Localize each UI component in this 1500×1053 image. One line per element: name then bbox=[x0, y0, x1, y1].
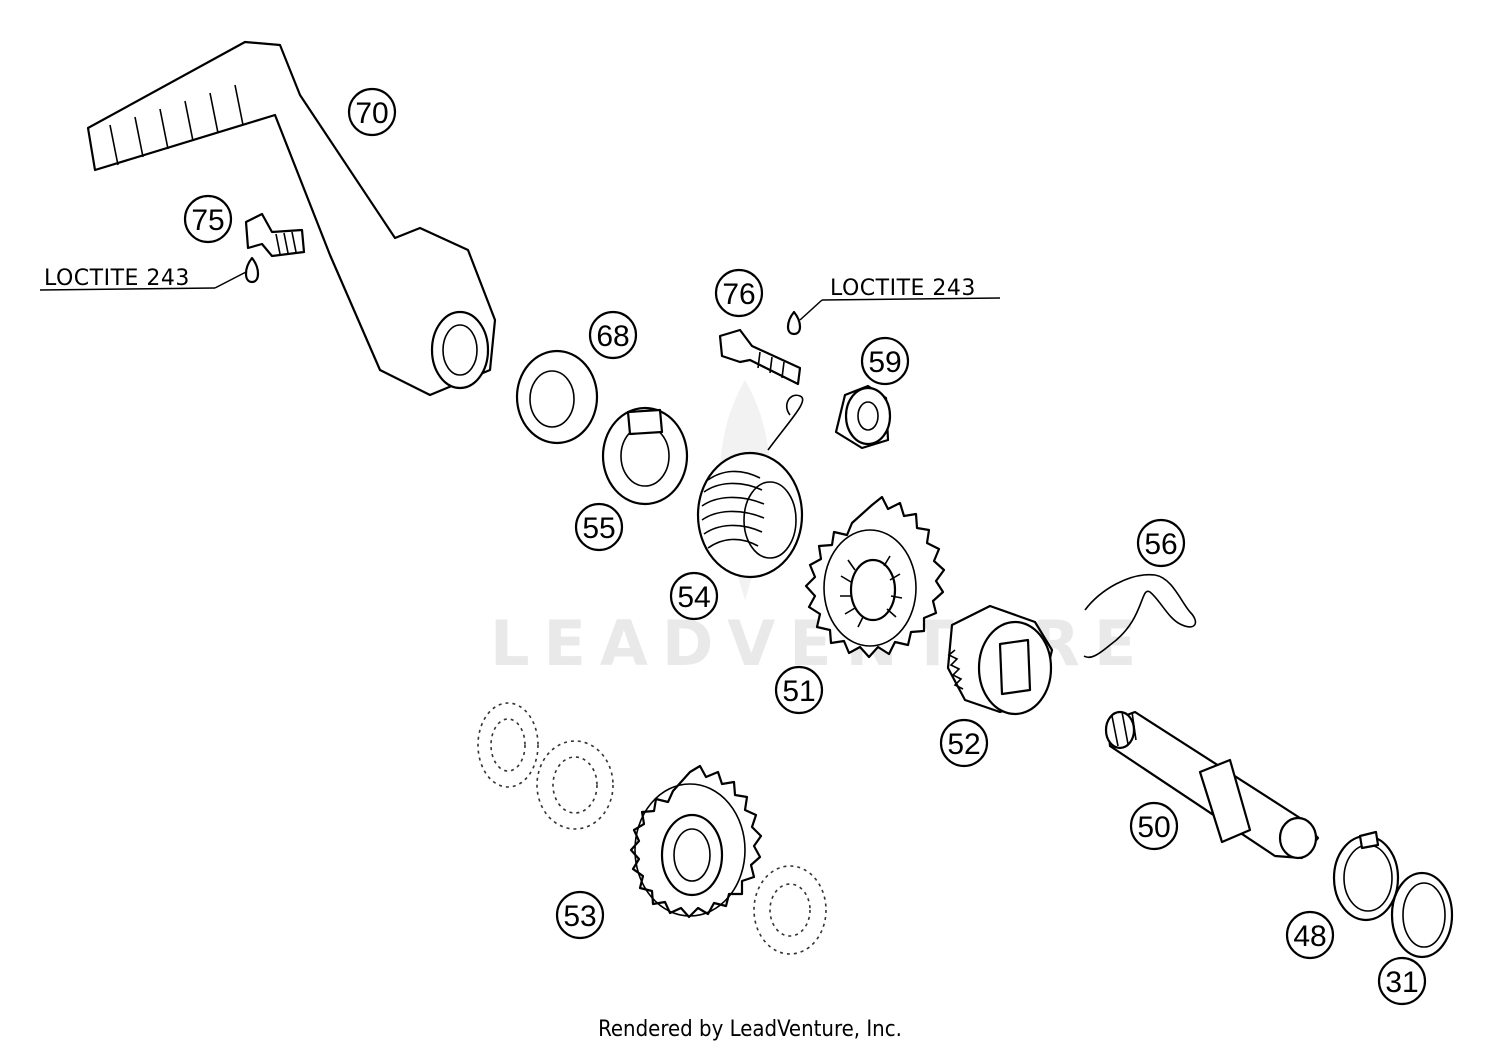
loctite-drop-left bbox=[244, 256, 260, 284]
circlip-48 bbox=[1332, 830, 1400, 922]
svg-text:56: 56 bbox=[1144, 528, 1177, 561]
loctite-note-right-text: LOCTITE 243 bbox=[830, 276, 976, 301]
loctite-note-right: LOCTITE 243 bbox=[799, 276, 1001, 321]
kickstarter-lever bbox=[86, 40, 497, 397]
loctite-note-left-text: LOCTITE 243 bbox=[44, 266, 190, 291]
callout-53: 53 bbox=[555, 890, 605, 940]
ghost-washers bbox=[477, 702, 827, 955]
svg-text:51: 51 bbox=[782, 675, 815, 708]
callout-59: 59 bbox=[860, 336, 910, 386]
svg-text:75: 75 bbox=[191, 204, 224, 237]
bushing-59 bbox=[834, 384, 892, 450]
washer-31 bbox=[1390, 871, 1454, 959]
svg-text:54: 54 bbox=[677, 581, 710, 614]
loctite-note-left: LOCTITE 243 bbox=[39, 266, 247, 291]
spring-guide-55 bbox=[601, 406, 689, 506]
callout-51: 51 bbox=[774, 665, 824, 715]
svg-text:31: 31 bbox=[1385, 966, 1418, 999]
callout-54: 54 bbox=[669, 571, 719, 621]
callout-76: 76 bbox=[714, 268, 764, 318]
callout-75: 75 bbox=[183, 194, 233, 244]
svg-text:55: 55 bbox=[582, 512, 615, 545]
svg-text:48: 48 bbox=[1293, 920, 1326, 953]
callout-55: 55 bbox=[574, 502, 624, 552]
callout-31: 31 bbox=[1377, 956, 1427, 1006]
kick-spring-54 bbox=[696, 394, 804, 579]
callout-52: 52 bbox=[939, 718, 989, 768]
kick-gear-51 bbox=[804, 495, 946, 659]
callout-48: 48 bbox=[1285, 910, 1335, 960]
svg-text:70: 70 bbox=[355, 97, 388, 130]
spring-clip-56 bbox=[1083, 573, 1197, 659]
callout-56: 56 bbox=[1136, 518, 1186, 568]
ratchet-gear-52 bbox=[946, 604, 1054, 716]
callout-70: 70 bbox=[347, 87, 397, 137]
loctite-drop-right bbox=[786, 310, 802, 336]
svg-text:68: 68 bbox=[596, 320, 629, 353]
footer-credit: Rendered by LeadVenture, Inc. bbox=[598, 1017, 902, 1042]
svg-text:76: 76 bbox=[722, 278, 755, 311]
svg-text:59: 59 bbox=[868, 346, 901, 379]
bolt-76 bbox=[718, 328, 802, 386]
kick-shaft-50 bbox=[1104, 710, 1320, 860]
svg-text:53: 53 bbox=[563, 900, 596, 933]
callout-68: 68 bbox=[588, 310, 638, 360]
svg-text:50: 50 bbox=[1137, 811, 1170, 844]
washer-68 bbox=[515, 349, 599, 445]
callout-50: 50 bbox=[1129, 801, 1179, 851]
svg-text:52: 52 bbox=[947, 728, 980, 761]
idler-gear-53 bbox=[629, 764, 763, 919]
bolt-75 bbox=[244, 212, 306, 258]
